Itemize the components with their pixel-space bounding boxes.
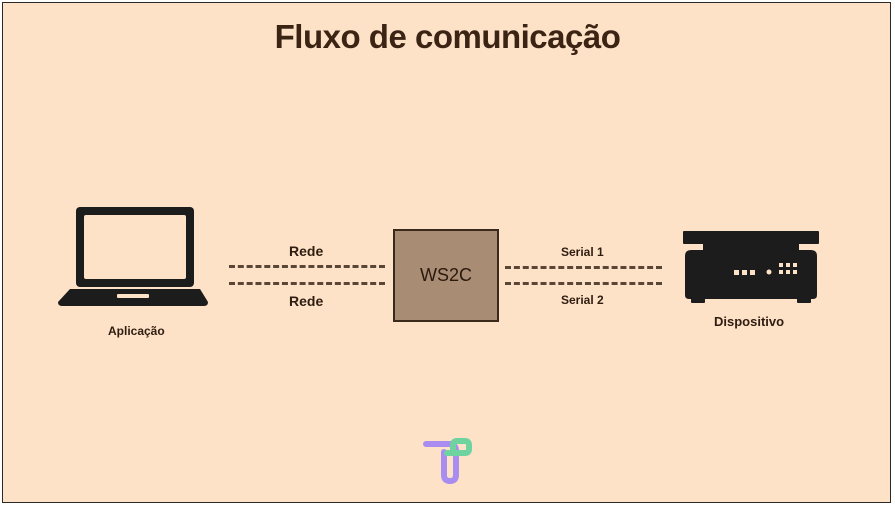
network-link-bottom (229, 282, 385, 285)
brand-logo-icon (423, 438, 472, 485)
network-link-top (229, 265, 385, 268)
application-label: Aplicação (108, 324, 165, 338)
ws2c-label: WS2C (419, 265, 472, 285)
scale-icon (683, 231, 819, 303)
serial-link-bottom (505, 282, 662, 285)
diagram-title: Fluxo de comunicação (274, 18, 621, 55)
device-label: Dispositivo (714, 314, 785, 329)
serial-link-top (505, 266, 662, 269)
serial-link-label-bottom: Serial 2 (561, 293, 604, 307)
serial-link-label-top: Serial 1 (561, 245, 604, 259)
ws2c-node: WS2C (393, 229, 499, 322)
laptop-icon (58, 207, 208, 306)
network-link-label-top: Rede (289, 243, 324, 259)
network-link-label-bottom: Rede (289, 293, 324, 309)
